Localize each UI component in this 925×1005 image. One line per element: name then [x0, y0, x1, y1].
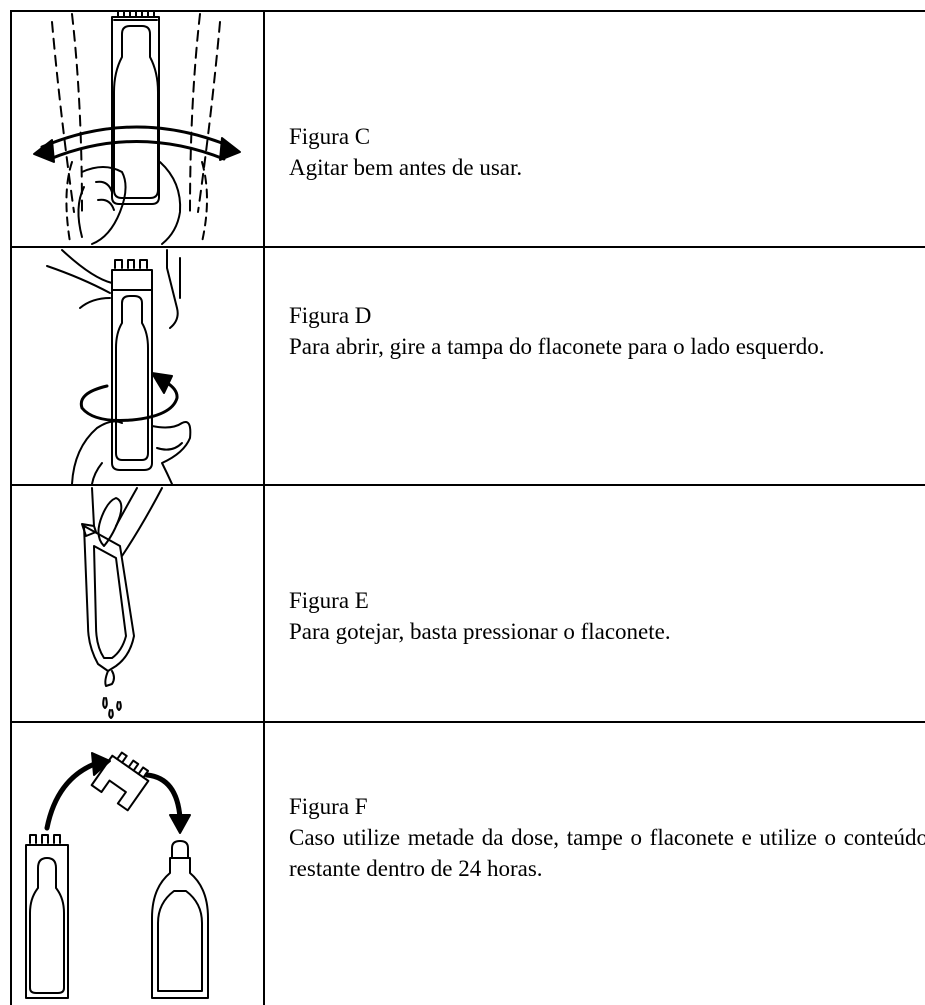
row-divider [10, 721, 925, 723]
figure-title: Figura E [289, 588, 369, 613]
figure-description: Para gotejar, basta pressionar o flacone… [289, 619, 671, 644]
table-row: Figura C Agitar bem antes de usar. [12, 12, 925, 246]
table-row: Figura D Para abrir, gire a tampa do fla… [12, 248, 925, 484]
figure-description: Caso utilize metade da dose, tampe o fla… [289, 825, 925, 881]
shake-vial-icon [12, 12, 263, 246]
column-divider [263, 10, 265, 1005]
table-row: Figura F Caso utilize metade da dose, ta… [12, 723, 925, 1005]
twist-cap-icon [12, 248, 263, 484]
figure-description: Agitar bem antes de usar. [289, 155, 523, 180]
row-divider [10, 484, 925, 486]
instruction-text-cell: Figura C Agitar bem antes de usar. [278, 12, 925, 246]
figure-title: Figura C [289, 124, 371, 149]
table-border-left [10, 10, 12, 1005]
squeeze-drops-icon [12, 486, 263, 721]
figure-title: Figura D [289, 303, 372, 328]
instruction-text-cell: Figura E Para gotejar, basta pressionar … [278, 486, 925, 721]
figure-title: Figura F [289, 794, 368, 819]
table-border-top [10, 10, 925, 12]
instruction-text-cell: Figura F Caso utilize metade da dose, ta… [278, 723, 925, 1005]
recap-vial-icon [12, 723, 263, 1005]
instruction-text-cell: Figura D Para abrir, gire a tampa do fla… [278, 248, 925, 484]
figure-description: Para abrir, gire a tampa do flaconete pa… [289, 334, 825, 359]
row-divider [10, 246, 925, 248]
table-row: Figura E Para gotejar, basta pressionar … [12, 486, 925, 721]
